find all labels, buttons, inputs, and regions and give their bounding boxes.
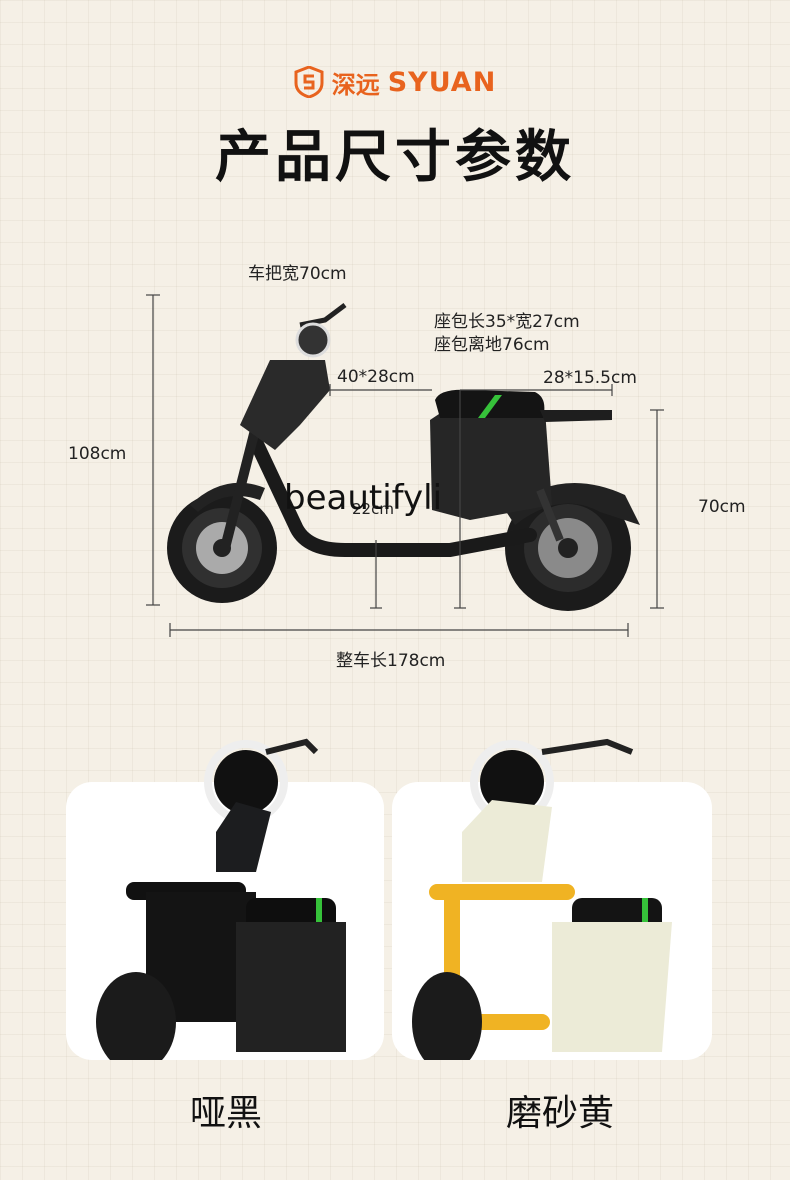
front-basket-label: 40*28cm	[337, 367, 415, 387]
color-name-yellow: 磨砂黄	[505, 1093, 614, 1134]
handlebar	[299, 303, 347, 328]
seat-size-label: 座包长35*宽27cm	[434, 312, 580, 332]
headlight	[295, 322, 331, 358]
page-title: 产品尺寸参数	[215, 125, 575, 190]
total-length-label: 整车长178cm	[336, 651, 446, 671]
color-card-black[interactable]	[66, 738, 384, 1060]
front-shield	[240, 360, 330, 450]
rear-wheel	[505, 485, 631, 611]
rear-rack-label: 28*15.5cm	[543, 368, 637, 388]
brand-logo: 深远 SYUAN	[0, 62, 790, 102]
front-wheel	[167, 493, 277, 603]
black-scooter-image	[96, 738, 346, 1060]
shield-logo-icon	[294, 66, 324, 98]
rear-height-label: 70cm	[698, 497, 746, 517]
frame-tube	[248, 433, 537, 557]
rear-shock	[536, 488, 564, 542]
seat-height-label: 座包离地76cm	[434, 335, 550, 355]
front-fender	[190, 482, 265, 512]
color-name-black: 哑黑	[189, 1093, 262, 1134]
measurement-lines	[146, 294, 664, 637]
yellow-scooter-image	[412, 738, 672, 1060]
front-fork	[220, 428, 260, 550]
handlebar-width-label: 车把宽70cm	[248, 264, 347, 284]
brand-name-cn: 深远	[331, 70, 380, 99]
brand-name-en: SYUAN	[387, 66, 497, 98]
watermark-text: beautifyli	[284, 478, 443, 518]
total-height-label: 108cm	[68, 444, 127, 464]
scooter-dimension-diagram	[146, 294, 664, 637]
ground-clearance-label: 22cm	[352, 500, 394, 518]
green-stripe	[478, 395, 502, 418]
color-card-yellow[interactable]	[392, 738, 712, 1060]
rear-rack	[540, 410, 612, 422]
